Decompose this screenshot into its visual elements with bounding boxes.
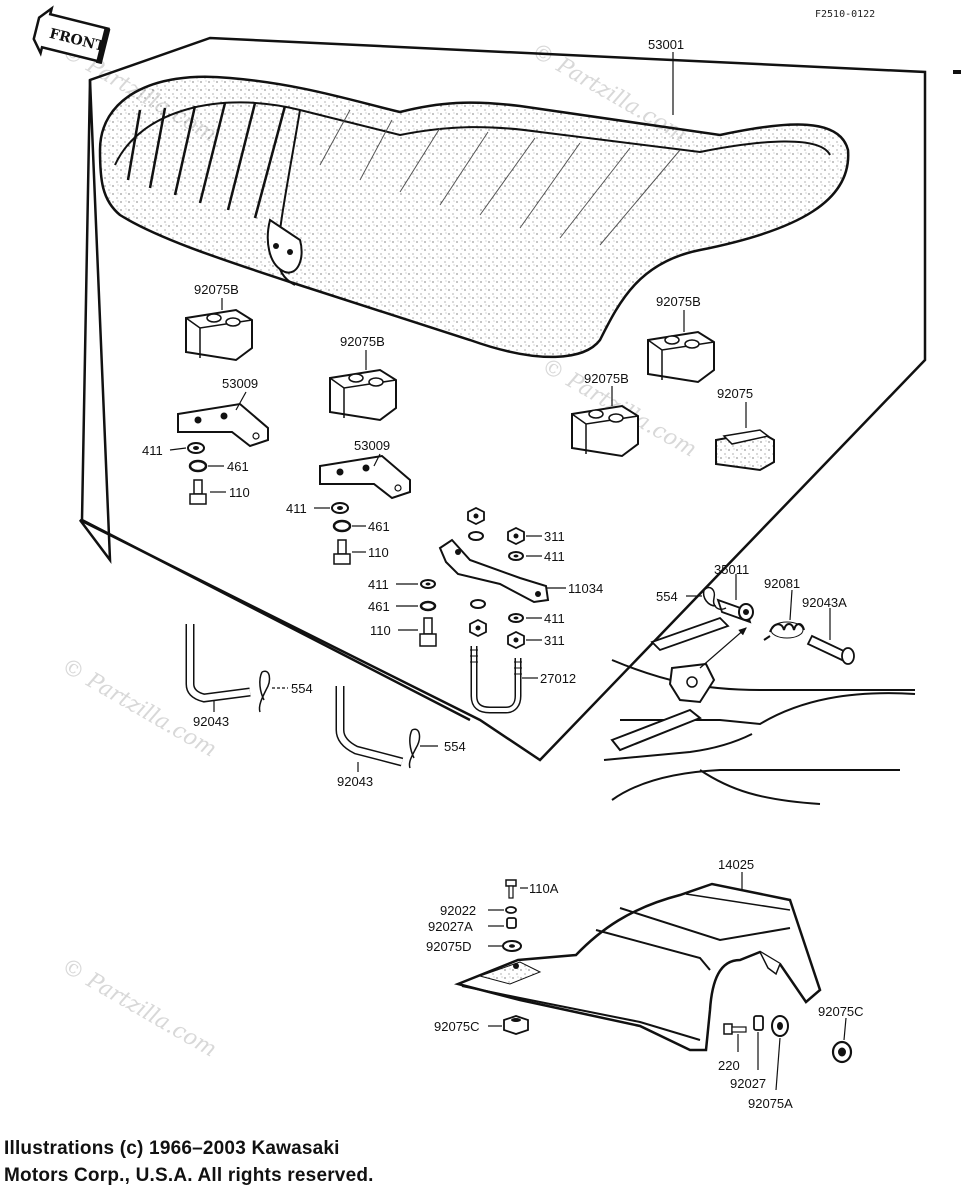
figure-code: F2510-0122 xyxy=(815,9,875,20)
mounting-bracket xyxy=(438,538,550,604)
washer xyxy=(468,531,484,541)
callout-110: 110 xyxy=(368,545,389,560)
callout-92081: 92081 xyxy=(764,576,800,591)
hairpin-clip xyxy=(258,670,271,713)
callout-11034: 11034 xyxy=(568,581,603,596)
rubber-block xyxy=(571,404,639,458)
bolt xyxy=(419,617,437,647)
rubber-pad xyxy=(715,429,775,472)
rubber-block xyxy=(647,330,715,384)
callout-554: 554 xyxy=(444,739,466,754)
seat-bracket xyxy=(319,454,411,500)
rear-cowl xyxy=(453,882,822,1052)
callout-92075d: 92075D xyxy=(426,939,472,954)
seat-rod xyxy=(185,624,251,703)
callout-53009: 53009 xyxy=(354,438,390,453)
washer xyxy=(420,579,436,589)
callout-53001: 53001 xyxy=(648,37,684,52)
nut xyxy=(507,630,525,650)
watermark: © Partzilla.com xyxy=(57,654,221,763)
callout-411: 411 xyxy=(142,443,163,458)
collar xyxy=(506,917,517,929)
callout-461: 461 xyxy=(368,599,390,614)
callout-411: 411 xyxy=(286,501,307,516)
callout-35011: 35011 xyxy=(714,562,749,577)
callout-311: 311 xyxy=(544,529,565,544)
rubber-block xyxy=(185,308,253,362)
callout-311: 311 xyxy=(544,633,565,648)
copyright-line-1: Illustrations (c) 1966–2003 Kawasaki xyxy=(4,1138,340,1159)
callout-411: 411 xyxy=(544,549,565,564)
frame-section xyxy=(603,659,916,805)
copyright-line-2: Motors Corp., U.S.A. All rights reserved… xyxy=(4,1165,374,1186)
bolt xyxy=(333,539,351,565)
callout-92075b: 92075B xyxy=(340,334,385,349)
callout-92027: 92027 xyxy=(730,1076,766,1091)
spring-icon xyxy=(763,621,805,641)
hairpin-clip xyxy=(408,728,421,769)
nut xyxy=(469,618,487,638)
lock-washer xyxy=(332,519,352,533)
washer xyxy=(508,613,524,623)
pivot-pin xyxy=(806,634,855,665)
callout-110a: 110A xyxy=(529,881,559,896)
grommet xyxy=(771,1015,789,1037)
callout-92022: 92022 xyxy=(440,903,476,918)
washer xyxy=(187,442,205,454)
callout-92043a: 92043A xyxy=(802,595,847,610)
bolt xyxy=(505,879,517,899)
callout-92043: 92043 xyxy=(337,774,373,789)
lock-washer xyxy=(188,459,208,473)
callout-27012: 27012 xyxy=(540,671,576,686)
callout-411: 411 xyxy=(368,577,389,592)
hairpin-clip xyxy=(702,586,727,610)
callout-461: 461 xyxy=(227,459,249,474)
nut xyxy=(507,526,525,546)
rubber-block xyxy=(329,368,397,422)
washer xyxy=(505,906,517,914)
grommet xyxy=(502,940,522,952)
seat-bracket xyxy=(177,402,269,448)
callout-53009: 53009 xyxy=(222,376,258,391)
latch-lever xyxy=(650,598,754,652)
callout-92075c: 92075C xyxy=(818,1004,864,1019)
callout-110: 110 xyxy=(229,485,250,500)
seat-rod xyxy=(335,686,404,767)
callout-461: 461 xyxy=(368,519,390,534)
callout-110: 110 xyxy=(370,623,391,638)
washer xyxy=(470,599,486,609)
front-arrow-icon: FRONT xyxy=(32,5,111,65)
washer xyxy=(331,502,349,514)
callout-554: 554 xyxy=(291,681,313,696)
callout-220: 220 xyxy=(718,1058,740,1073)
callout-14025: 14025 xyxy=(718,857,754,872)
callout-92075c: 92075C xyxy=(434,1019,480,1034)
grommet xyxy=(831,1040,853,1064)
callout-92075: 92075 xyxy=(717,386,753,401)
washer xyxy=(508,551,524,561)
callout-92027a: 92027A xyxy=(428,919,473,934)
callout-92075a: 92075A xyxy=(748,1096,793,1111)
collar xyxy=(753,1015,764,1031)
callout-554: 554 xyxy=(656,589,678,604)
callout-92075b: 92075B xyxy=(584,371,629,386)
bolt xyxy=(723,1023,747,1035)
assembly-outline xyxy=(79,36,927,762)
callout-92075b: 92075B xyxy=(194,282,239,297)
u-bolt xyxy=(470,646,522,714)
bolt xyxy=(189,479,207,505)
callout-411: 411 xyxy=(544,611,565,626)
seat-assembly xyxy=(98,75,850,359)
callout-92075b: 92075B xyxy=(656,294,701,309)
callout-92043: 92043 xyxy=(193,714,229,729)
lock-washer xyxy=(419,600,437,612)
edge-mark xyxy=(953,70,961,74)
nut xyxy=(467,506,485,526)
grommet xyxy=(503,1015,529,1035)
watermark: © Partzilla.com xyxy=(57,954,221,1063)
